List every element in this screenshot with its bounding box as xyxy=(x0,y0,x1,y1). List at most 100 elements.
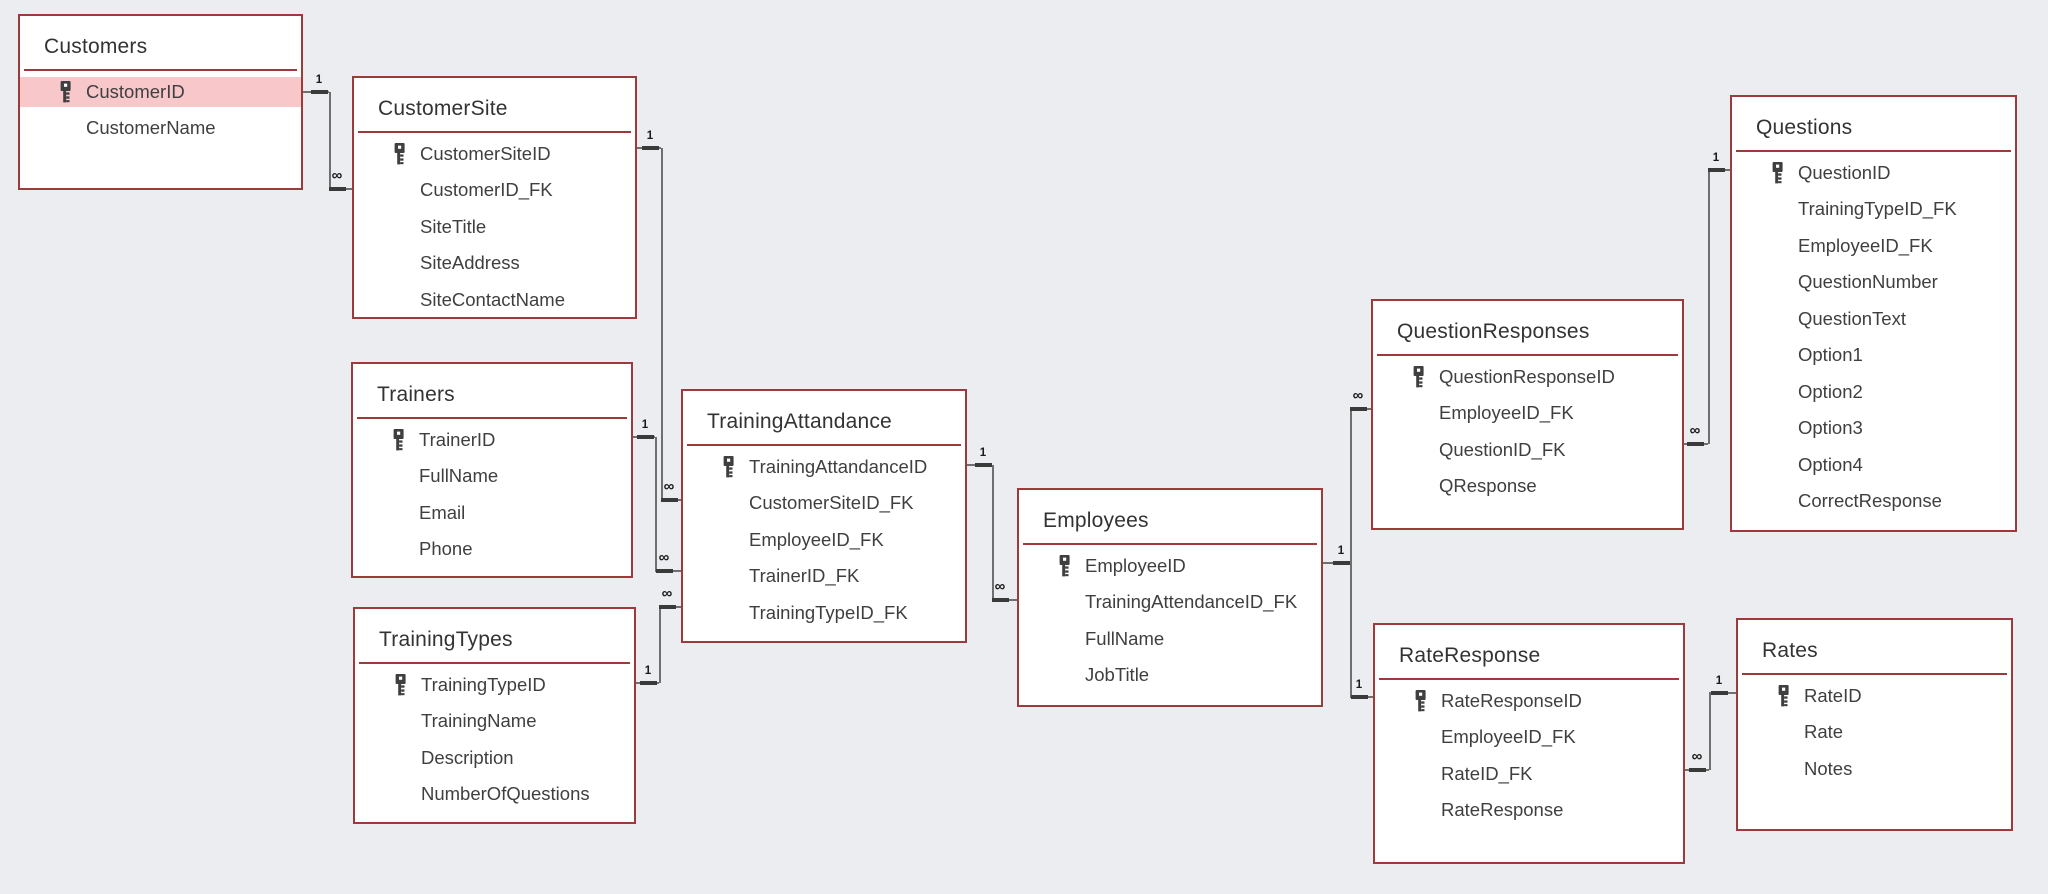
field-row-EmployeeID_FK[interactable]: EmployeeID_FK xyxy=(1373,395,1682,432)
relationship-line[interactable] xyxy=(661,148,663,500)
relationship-endpoint-tick xyxy=(1688,768,1706,772)
field-row-Option2[interactable]: Option2 xyxy=(1732,374,2015,411)
field-row-TrainerID[interactable]: TrainerID xyxy=(353,422,631,459)
field-row-TrainingName[interactable]: TrainingName xyxy=(355,703,634,740)
relationship-line[interactable] xyxy=(1350,563,1352,697)
relationship-line[interactable] xyxy=(1350,409,1352,563)
field-row-TrainerID_FK[interactable]: TrainerID_FK xyxy=(683,558,965,595)
field-row-TrainingAttandanceID[interactable]: TrainingAttandanceID xyxy=(683,449,965,486)
field-row-CustomerSiteID[interactable]: CustomerSiteID xyxy=(354,136,635,173)
field-row-QResponse[interactable]: QResponse xyxy=(1373,468,1682,505)
field-row-RateID[interactable]: RateID xyxy=(1738,678,2011,715)
primary-key-icon xyxy=(1778,684,1789,707)
relationship-line[interactable] xyxy=(659,607,661,683)
table-title[interactable]: RateResponse xyxy=(1399,643,1541,667)
field-row-QuestionResponseID[interactable]: QuestionResponseID xyxy=(1373,359,1682,396)
field-name: EmployeeID_FK xyxy=(1441,726,1576,747)
field-row-SiteTitle[interactable]: SiteTitle xyxy=(354,209,635,246)
field-name: CustomerName xyxy=(86,117,216,138)
field-name: SiteTitle xyxy=(420,215,487,237)
field-name: CustomerID xyxy=(86,80,185,102)
field-row-QuestionText[interactable]: QuestionText xyxy=(1732,301,2015,338)
table-title[interactable]: Trainers xyxy=(377,382,455,406)
relationship-endpoint-tick xyxy=(639,681,657,685)
field-row-Notes[interactable]: Notes xyxy=(1738,751,2011,788)
relationship-line[interactable] xyxy=(992,465,994,600)
field-row-RateResponseID[interactable]: RateResponseID xyxy=(1375,683,1683,720)
field-row-CustomerID_FK[interactable]: CustomerID_FK xyxy=(354,172,635,209)
field-row-SiteContactName[interactable]: SiteContactName xyxy=(354,282,635,319)
relationship-endpoint-tick xyxy=(1350,695,1368,699)
field-row-TrainingAttendanceID_FK[interactable]: TrainingAttendanceID_FK xyxy=(1019,584,1321,621)
field-row-RateID_FK[interactable]: RateID_FK xyxy=(1375,756,1683,793)
field-row-EmployeeID_FK[interactable]: EmployeeID_FK xyxy=(1375,719,1683,756)
relationship-endpoint-tick xyxy=(1707,168,1725,172)
field-row-Description[interactable]: Description xyxy=(355,740,634,777)
field-row-CustomerSiteID_FK[interactable]: CustomerSiteID_FK xyxy=(683,485,965,522)
field-row-TrainingTypeID[interactable]: TrainingTypeID xyxy=(355,667,634,704)
field-name: QResponse xyxy=(1439,475,1537,496)
cardinality-many-label: ∞ xyxy=(658,549,670,566)
relationship-line[interactable] xyxy=(1709,693,1711,770)
table-title[interactable]: Employees xyxy=(1043,508,1149,532)
field-row-SiteAddress[interactable]: SiteAddress xyxy=(354,245,635,282)
field-row-FullName[interactable]: FullName xyxy=(1019,621,1321,658)
field-row-QuestionNumber[interactable]: QuestionNumber xyxy=(1732,264,2015,301)
field-row-Rate[interactable]: Rate xyxy=(1738,714,2011,751)
table-title[interactable]: Rates xyxy=(1762,638,1818,662)
table-title-divider xyxy=(359,662,630,664)
primary-key-icon xyxy=(1415,689,1426,712)
relationship-endpoint-tick xyxy=(1686,442,1704,446)
table-title[interactable]: Customers xyxy=(44,34,148,58)
field-name: QuestionID_FK xyxy=(1439,438,1566,460)
field-row-QuestionID_FK[interactable]: QuestionID_FK xyxy=(1373,432,1682,469)
table-title[interactable]: QuestionResponses xyxy=(1397,319,1590,343)
field-row-CustomerName[interactable]: CustomerName xyxy=(20,110,301,147)
table-title-divider xyxy=(24,69,297,71)
field-row-Option1[interactable]: Option1 xyxy=(1732,337,2015,374)
field-row-TrainingTypeID_FK[interactable]: TrainingTypeID_FK xyxy=(683,595,965,632)
field-name: Option3 xyxy=(1798,417,1863,438)
field-name: SiteContactName xyxy=(420,288,565,310)
table-title[interactable]: CustomerSite xyxy=(378,96,508,120)
field-row-Phone[interactable]: Phone xyxy=(353,531,631,568)
field-row-Option4[interactable]: Option4 xyxy=(1732,447,2015,484)
field-row-Option3[interactable]: Option3 xyxy=(1732,410,2015,447)
field-row-JobTitle[interactable]: JobTitle xyxy=(1019,657,1321,694)
relationship-endpoint-tick xyxy=(658,605,676,609)
table-title[interactable]: Questions xyxy=(1756,115,1853,139)
field-name: QuestionResponseID xyxy=(1439,365,1615,387)
relationship-line[interactable] xyxy=(329,92,331,189)
field-row-NumberOfQuestions[interactable]: NumberOfQuestions xyxy=(355,776,634,813)
field-name: CustomerSiteID_FK xyxy=(749,492,914,513)
table-title[interactable]: TrainingAttandance xyxy=(707,409,892,433)
relationship-line[interactable] xyxy=(655,437,657,571)
relationship-endpoint-tick xyxy=(1710,691,1728,695)
field-row-CorrectResponse[interactable]: CorrectResponse xyxy=(1732,483,2015,520)
field-row-EmployeeID_FK[interactable]: EmployeeID_FK xyxy=(683,522,965,559)
cardinality-one-label: 1 xyxy=(1355,679,1363,691)
field-row-EmployeeID_FK[interactable]: EmployeeID_FK xyxy=(1732,228,2015,265)
field-row-CustomerID[interactable]: CustomerID xyxy=(20,73,301,110)
field-row-RateResponse[interactable]: RateResponse xyxy=(1375,792,1683,829)
table-title[interactable]: TrainingTypes xyxy=(379,627,513,651)
field-row-FullName[interactable]: FullName xyxy=(353,458,631,495)
field-row-QuestionID[interactable]: QuestionID xyxy=(1732,155,2015,192)
field-row-Email[interactable]: Email xyxy=(353,495,631,532)
field-row-EmployeeID[interactable]: EmployeeID xyxy=(1019,548,1321,585)
relationship-line[interactable] xyxy=(1708,170,1710,444)
primary-key-icon xyxy=(395,673,406,696)
relationship-endpoint-tick xyxy=(641,146,659,150)
field-row-TrainingTypeID_FK[interactable]: TrainingTypeID_FK xyxy=(1732,191,2015,228)
